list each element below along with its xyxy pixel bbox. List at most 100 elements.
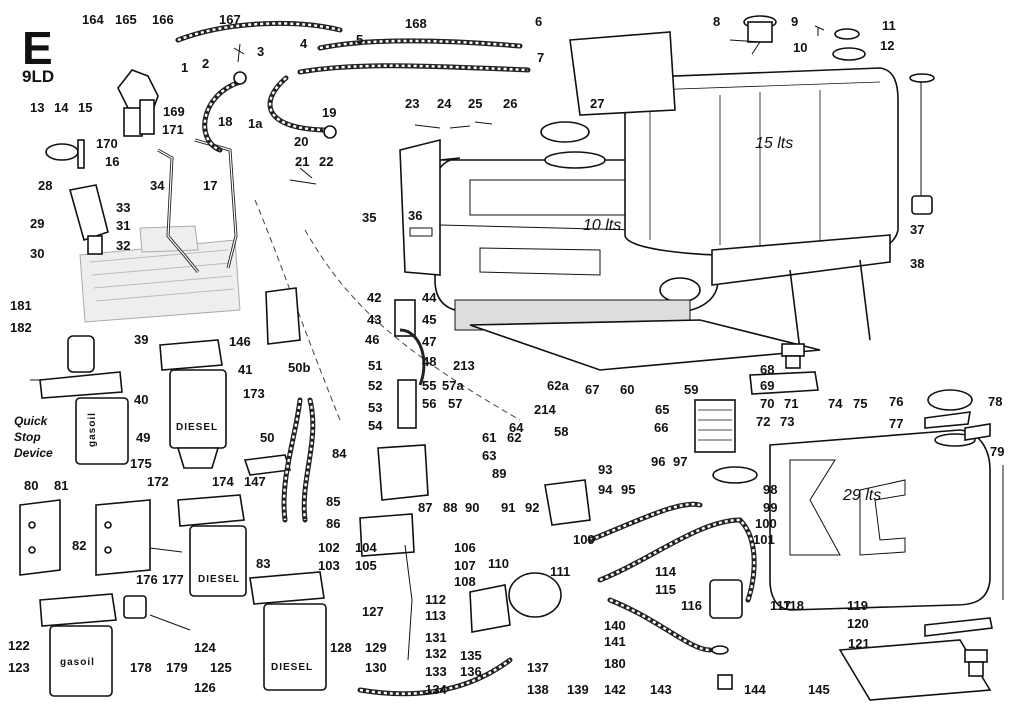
part-label-165: 165	[115, 12, 137, 27]
cartridge-filter-70	[694, 399, 736, 453]
part-label-35: 35	[362, 210, 376, 225]
part-label-83: 83	[256, 556, 270, 571]
part-label-96: 96	[651, 454, 665, 469]
cover-98	[712, 466, 758, 484]
quick-stop-caption-1: Quick	[14, 414, 49, 428]
part-label-176: 176	[136, 572, 158, 587]
quick-stop-caption-2: Stop	[14, 430, 41, 444]
bracket-120	[924, 617, 993, 637]
part-label-172: 172	[147, 474, 169, 489]
part-label-10: 10	[793, 40, 807, 55]
part-label-77: 77	[889, 416, 903, 431]
part-label-76: 76	[889, 394, 903, 409]
spacer-178	[123, 595, 147, 619]
part-label-72: 72	[756, 414, 770, 429]
part-label-86: 86	[326, 516, 340, 531]
diesel-filter-41	[159, 339, 227, 469]
part-label-182: 182	[10, 320, 32, 335]
part-label-52: 52	[368, 378, 382, 393]
bracket-80	[19, 499, 61, 576]
bracket-147	[243, 454, 292, 476]
bracket-77	[924, 411, 971, 429]
part-label-102: 102	[318, 540, 340, 555]
part-label-12: 12	[880, 38, 894, 53]
injection-pump-84	[377, 299, 429, 501]
part-label-108: 108	[454, 574, 476, 589]
washer-11	[834, 28, 860, 40]
part-label-31: 31	[116, 218, 130, 233]
part-label-14: 14	[54, 100, 69, 115]
quick-stop-caption-3: Device	[14, 446, 53, 460]
tank-capacity-29: 29 lts	[842, 487, 881, 504]
part-label-95: 95	[621, 482, 635, 497]
part-label-173: 173	[243, 386, 265, 401]
part-label-111: 111	[550, 564, 570, 579]
part-label-166: 166	[152, 12, 174, 27]
part-label-128: 128	[330, 640, 352, 655]
clip-78	[964, 423, 991, 441]
part-label-3: 3	[257, 44, 264, 59]
part-label-16: 16	[105, 154, 119, 169]
tank-bracket-38	[711, 234, 891, 351]
part-label-123: 123	[8, 660, 30, 675]
part-label-105: 105	[355, 558, 377, 573]
part-label-119: 119	[847, 598, 868, 613]
part-label-13: 13	[30, 100, 44, 115]
part-label-41: 41	[238, 362, 252, 377]
part-label-55: 55	[422, 378, 436, 393]
part-label-180: 180	[604, 656, 626, 671]
part-label-57: 57	[448, 396, 462, 411]
fuel-pump-110	[469, 572, 562, 633]
part-label-2: 2	[202, 56, 209, 71]
part-label-131: 131	[425, 630, 447, 645]
part-label-122: 122	[8, 638, 30, 653]
part-label-140: 140	[604, 618, 626, 633]
bolt-3	[233, 43, 245, 63]
part-label-61: 61	[482, 430, 496, 445]
part-label-7: 7	[537, 50, 544, 65]
part-label-107: 107	[454, 558, 476, 573]
part-label-62a: 62a	[547, 378, 569, 393]
part-label-106: 106	[454, 540, 476, 555]
part-label-137: 137	[527, 660, 549, 675]
part-label-59: 59	[684, 382, 698, 397]
part-label-125: 125	[210, 660, 232, 675]
cylinder-head-ghost	[79, 225, 241, 323]
part-label-50b: 50b	[288, 360, 310, 375]
part-label-1: 1	[181, 60, 188, 75]
part-label-34: 34	[150, 178, 165, 193]
tank-base-213	[469, 319, 821, 371]
part-label-91: 91	[501, 500, 515, 515]
part-label-127: 127	[362, 604, 384, 619]
part-label-104: 104	[355, 540, 377, 555]
part-label-37: 37	[910, 222, 924, 237]
part-label-6: 6	[535, 14, 542, 29]
part-label-142: 142	[604, 682, 626, 697]
part-label-40: 40	[134, 392, 148, 407]
part-label-27: 27	[590, 96, 604, 111]
part-label-38: 38	[910, 256, 924, 271]
part-label-15: 15	[78, 100, 92, 115]
part-label-115: 115	[655, 582, 676, 597]
part-label-18: 18	[218, 114, 232, 129]
part-label-133: 133	[425, 664, 447, 679]
quick-stop-filter-39	[30, 335, 129, 465]
part-label-70: 70	[760, 396, 774, 411]
part-label-175: 175	[130, 456, 152, 471]
electric-pump-116	[709, 579, 743, 619]
part-label-89: 89	[492, 466, 506, 481]
part-label-23: 23	[405, 96, 419, 111]
part-label-139: 139	[567, 682, 589, 697]
part-label-116: 116	[681, 598, 702, 613]
part-label-129: 129	[365, 640, 387, 655]
bolt-177	[149, 547, 183, 553]
part-label-39: 39	[134, 332, 148, 347]
part-label-9: 9	[791, 14, 798, 29]
fuel-cap-8	[729, 15, 777, 55]
part-label-46: 46	[365, 332, 379, 347]
tank-capacity-10: 10 lts	[583, 217, 621, 234]
part-label-50: 50	[260, 430, 274, 445]
part-label-74: 74	[828, 396, 843, 411]
part-label-48: 48	[422, 354, 436, 369]
